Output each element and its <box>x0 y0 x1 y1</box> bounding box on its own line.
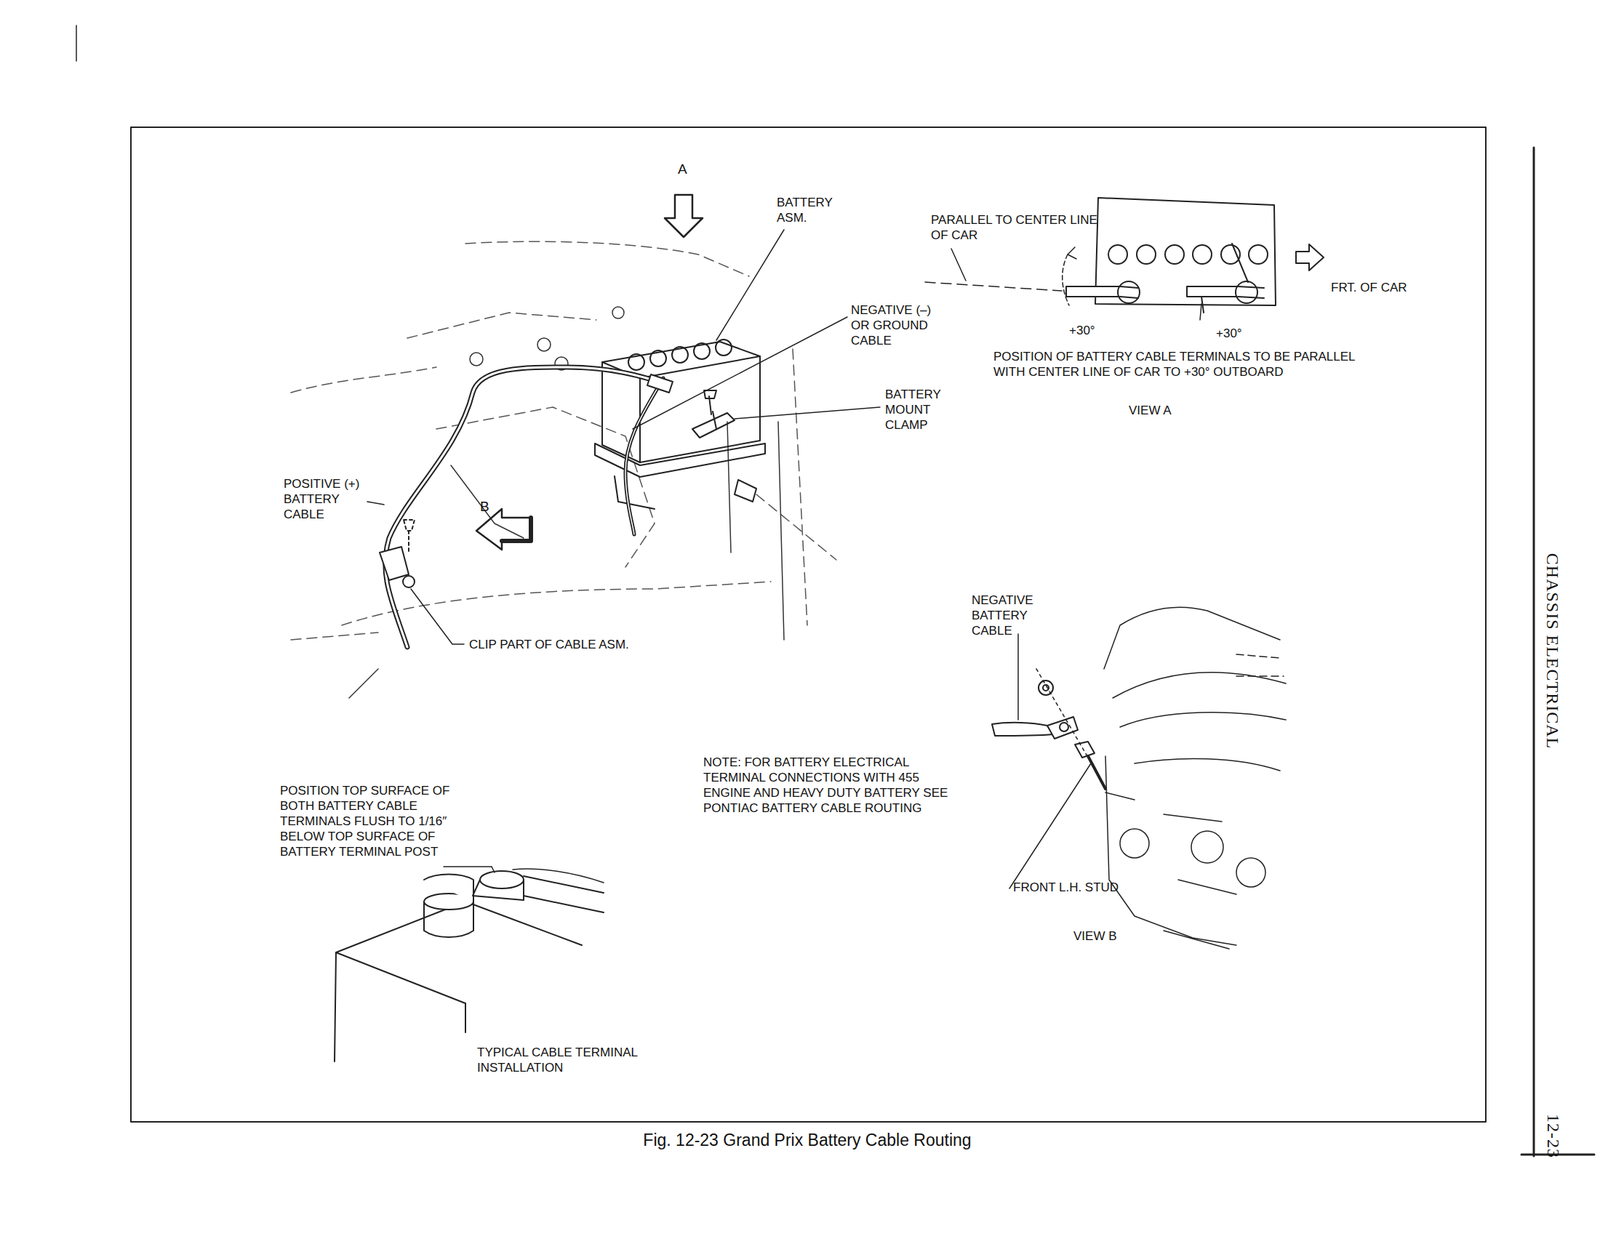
view-letter: A <box>677 161 688 177</box>
part-name: BATTERY MOUNT CLAMP <box>885 386 955 433</box>
part-name: POSITIVE (+) BATTERY CABLE <box>283 476 370 523</box>
view-arrow <box>476 509 531 550</box>
leader-line <box>491 866 495 873</box>
section-title: CHASSIS ELECTRICAL <box>1544 552 1560 749</box>
leader-line <box>1009 763 1091 889</box>
direction-label: FRT. OF CAR <box>1330 280 1408 296</box>
note-text: POSITION OF BATTERY CABLE TERMINALS TO B… <box>993 349 1372 380</box>
negative-cable <box>625 378 664 535</box>
leader-line <box>410 589 464 645</box>
positive-cable <box>385 367 659 648</box>
angle-arc <box>1200 304 1202 320</box>
page-mark <box>75 25 78 62</box>
leader-line <box>443 866 492 868</box>
cable-clip <box>379 546 409 581</box>
leader-line <box>367 501 384 505</box>
part-name: FRONT L.H. STUD <box>1013 880 1119 896</box>
part-name: CLIP PART OF CABLE ASM. <box>469 637 630 653</box>
angle-arc <box>1062 254 1070 306</box>
angle-label: +30° <box>1069 322 1096 339</box>
figure-title: TYPICAL CABLE TERMINAL INSTALLATION <box>477 1045 674 1076</box>
front-arrow <box>1296 244 1324 271</box>
figure-frame <box>130 127 1486 1123</box>
mount-clamp <box>734 480 757 502</box>
angle-arc <box>1067 247 1077 259</box>
part-name: NEGATIVE (–) OR GROUND CABLE <box>850 302 950 349</box>
note-text: NOTE: FOR BATTERY ELECTRICAL TERMINAL CO… <box>703 754 969 816</box>
center-line <box>925 282 1062 291</box>
battery-top-view <box>1066 197 1276 313</box>
margin-rule <box>1533 147 1536 1157</box>
part-name: NEGATIVE BATTERY CABLE <box>971 592 1063 639</box>
engine-block <box>1104 607 1286 950</box>
body-outline <box>349 306 784 699</box>
battery-corner <box>334 869 604 1062</box>
cable-clip <box>402 576 415 588</box>
note-text: POSITION TOP SURFACE OF BOTH BATTERY CAB… <box>280 783 462 860</box>
part-name: PARALLEL TO CENTER LINE OF CAR <box>930 212 1099 243</box>
mount-clamp <box>712 411 717 430</box>
page-number: 12-23 <box>1545 1114 1561 1159</box>
ground-terminal <box>992 669 1106 790</box>
body-outline <box>290 241 837 640</box>
view-arrow <box>664 194 703 238</box>
bolt <box>704 390 717 415</box>
battery <box>594 339 766 510</box>
negative-cable <box>625 378 664 535</box>
leader-line <box>734 407 880 419</box>
leader-line <box>716 229 784 341</box>
leader-line <box>951 248 966 281</box>
positive-cable <box>385 367 659 648</box>
view-title: VIEW B <box>1073 928 1118 944</box>
terminal <box>647 374 673 393</box>
figure-caption: Fig. 12-23 Grand Prix Battery Cable Rout… <box>642 1130 971 1151</box>
leader-line <box>1017 634 1019 720</box>
view-arrow <box>501 517 531 542</box>
view-letter: B <box>480 498 490 515</box>
angle-label: +30° <box>1216 325 1243 342</box>
part-name: BATTERY ASM. <box>776 194 857 226</box>
bolt <box>403 520 415 553</box>
view-title: VIEW A <box>1128 402 1172 419</box>
